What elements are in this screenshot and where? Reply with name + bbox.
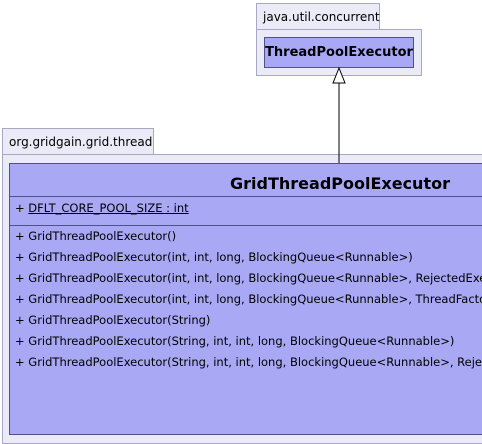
operation-row: + GridThreadPoolExecutor(String, int, in… [15,355,482,369]
attribute-visibility: + [15,201,25,215]
attribute-text: DFLT_CORE_POOL_SIZE : int [28,201,189,215]
operation-row: + GridThreadPoolExecutor() [15,229,177,243]
package-tab-java-util-concurrent: java.util.concurrent [256,3,380,30]
operation-row: + GridThreadPoolExecutor(int, int, long,… [15,250,413,264]
generalization-arrowhead [332,66,346,84]
operation-row: + GridThreadPoolExecutor(int, int, long,… [15,271,482,285]
operation-row: + GridThreadPoolExecutor(String) [15,313,211,327]
package-label: org.gridgain.grid.thread [9,135,153,149]
package-tab-org-gridgain-grid-thread: org.gridgain.grid.thread [2,128,154,155]
operation-row: + GridThreadPoolExecutor(int, int, long,… [15,292,482,306]
operations-separator [10,225,482,226]
operation-row: + GridThreadPoolExecutor(String, int, in… [15,334,455,348]
class-name: GridThreadPoolExecutor [230,174,450,193]
class-name: ThreadPoolExecutor [265,45,413,60]
attribute-row: + DFLT_CORE_POOL_SIZE : int [15,200,189,216]
package-label: java.util.concurrent [263,10,380,24]
class-grid-thread-pool-executor[interactable]: GridThreadPoolExecutor + DFLT_CORE_POOL_… [9,163,482,435]
attributes-separator [10,196,482,197]
